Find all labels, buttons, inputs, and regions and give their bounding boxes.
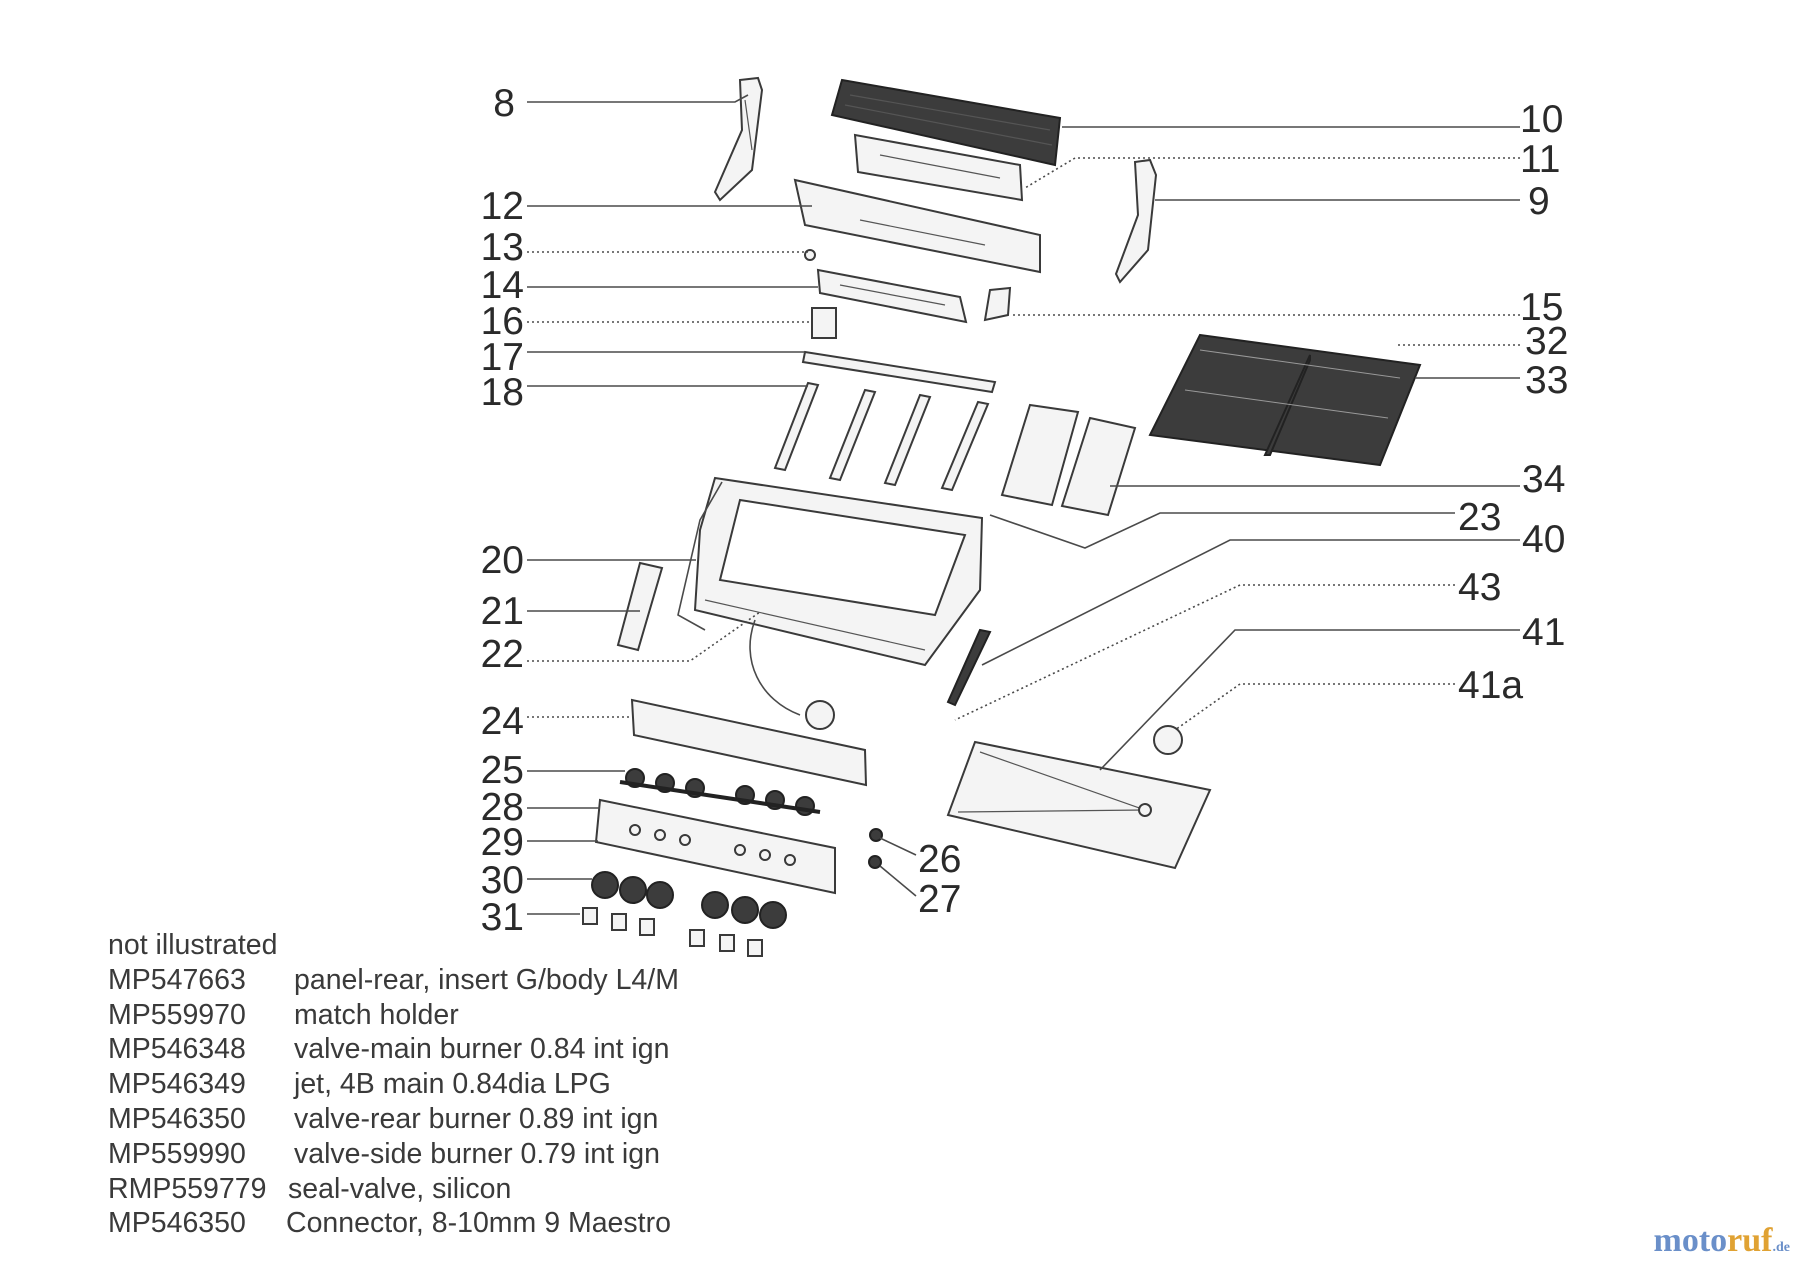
part-side-bracket-right — [1114, 158, 1158, 284]
parts-list-row: MP546350 Connector, 8-10mm 9 Maestro — [108, 1206, 679, 1241]
part-description: seal-valve, silicon — [288, 1172, 512, 1205]
callout-label: 15 — [1520, 286, 1563, 329]
part-description: valve-rear burner 0.89 int ign — [294, 1102, 659, 1135]
part-code: MP559970 — [108, 998, 246, 1031]
parts-list-row: MP546349 jet, 4B main 0.84dia LPG — [108, 1067, 679, 1102]
callout-label: 21 — [481, 590, 524, 633]
part-heat-shield — [793, 178, 1041, 274]
brand-part-2: ruf — [1727, 1222, 1773, 1259]
callout-label: 41 — [1522, 611, 1565, 654]
part-burner-housing — [816, 268, 968, 324]
callout-label: 28 — [481, 786, 524, 829]
parts-list-row: MP546348 valve-main burner 0.84 int ign — [108, 1032, 679, 1067]
parts-list-row: MP559990 valve-side burner 0.79 int ign — [108, 1137, 679, 1172]
callout-label: 8 — [493, 82, 515, 125]
callout-label: 16 — [481, 300, 524, 343]
callout-label: 31 — [481, 896, 524, 939]
part-control-panel — [594, 798, 836, 895]
callout-label: 24 — [481, 700, 524, 743]
part-firebox — [693, 476, 984, 667]
part-code: RMP559779 — [108, 1172, 267, 1205]
part-side-bracket-left — [713, 76, 764, 202]
part-code: MP546350 — [108, 1207, 246, 1240]
callout-label: 27 — [918, 878, 961, 921]
callout-label: 20 — [481, 539, 524, 582]
brand-part-1: moto — [1653, 1222, 1728, 1259]
part-description: valve-side burner 0.79 int ign — [294, 1137, 660, 1170]
part-valves — [619, 768, 821, 816]
part-code: MP559990 — [108, 1137, 246, 1170]
part-grease-cup — [1153, 725, 1183, 755]
parts-list-row: MP559970 match holder — [108, 998, 679, 1033]
part-flame-tamers — [1000, 403, 1137, 517]
part-regulator — [805, 700, 835, 730]
part-long-rod — [946, 628, 992, 707]
part-support-bar — [801, 350, 997, 394]
callout-label: 41a — [1458, 664, 1523, 707]
parts-list-row: RMP559779 seal-valve, silicon — [108, 1172, 679, 1207]
part-description: match holder — [294, 998, 459, 1031]
callout-label: 29 — [481, 821, 524, 864]
callout-labels: 8 10 11 9 12 13 14 16 15 32 17 33 18 34 … — [481, 82, 1569, 939]
callout-label: 26 — [918, 838, 961, 881]
part-valve-plate — [630, 698, 868, 787]
part-deflector — [983, 286, 1012, 322]
callout-label: 30 — [481, 859, 524, 902]
notes-heading-text: not illustrated — [108, 929, 278, 961]
part-drip-tray — [946, 740, 1212, 870]
callout-label: 17 — [481, 336, 524, 379]
callout-label: 12 — [481, 185, 524, 228]
callout-label: 34 — [1522, 458, 1565, 501]
part-description: valve-main burner 0.84 int ign — [294, 1033, 670, 1066]
part-knobs — [591, 871, 787, 929]
callout-label: 33 — [1525, 359, 1568, 402]
leader-lines — [527, 94, 1520, 915]
callout-label: 18 — [481, 371, 524, 414]
parts-list-row: MP547663 panel-rear, insert G/body L4/M — [108, 963, 679, 998]
brand-logo: motoruf.de — [1654, 1222, 1790, 1260]
part-code: MP546350 — [108, 1102, 246, 1135]
callout-label: 14 — [481, 264, 524, 307]
callout-label: 40 — [1522, 518, 1565, 561]
notes-heading: not illustrated — [108, 928, 679, 963]
callout-label: 32 — [1525, 320, 1568, 363]
part-warming-rack — [830, 78, 1062, 167]
part-side-panel — [616, 561, 664, 652]
part-cooking-grids — [1148, 333, 1422, 467]
part-ignitor-button — [868, 855, 882, 869]
callout-label: 23 — [1458, 496, 1501, 539]
part-code: MP546348 — [108, 1033, 246, 1066]
part-code: MP547663 — [108, 963, 246, 996]
part-plate-small — [811, 307, 837, 339]
callout-label: 11 — [1520, 138, 1561, 181]
part-burners — [773, 381, 990, 492]
callout-label: 22 — [481, 633, 524, 676]
part-ignitor — [869, 828, 883, 842]
part-knob-inserts — [582, 907, 763, 957]
part-description: jet, 4B main 0.84dia LPG — [294, 1068, 611, 1101]
not-illustrated-parts-list: not illustrated MP547663 panel-rear, inse… — [108, 928, 679, 1241]
part-clip — [804, 249, 816, 261]
part-code: MP546349 — [108, 1068, 246, 1101]
part-description: Connector, 8-10mm 9 Maestro — [286, 1207, 671, 1240]
brand-suffix: .de — [1772, 1240, 1791, 1255]
callout-label: 10 — [1520, 98, 1563, 141]
parts-list-row: MP546350 valve-rear burner 0.89 int ign — [108, 1102, 679, 1137]
part-gas-hose — [749, 619, 801, 716]
part-description: panel-rear, insert G/body L4/M — [294, 963, 679, 996]
callout-label: 13 — [481, 226, 524, 269]
callout-label: 43 — [1458, 566, 1501, 609]
part-rear-plate — [853, 133, 1024, 202]
callout-label: 9 — [1528, 180, 1550, 223]
callout-label: 25 — [481, 749, 524, 792]
part-wire-bracket — [677, 481, 723, 631]
